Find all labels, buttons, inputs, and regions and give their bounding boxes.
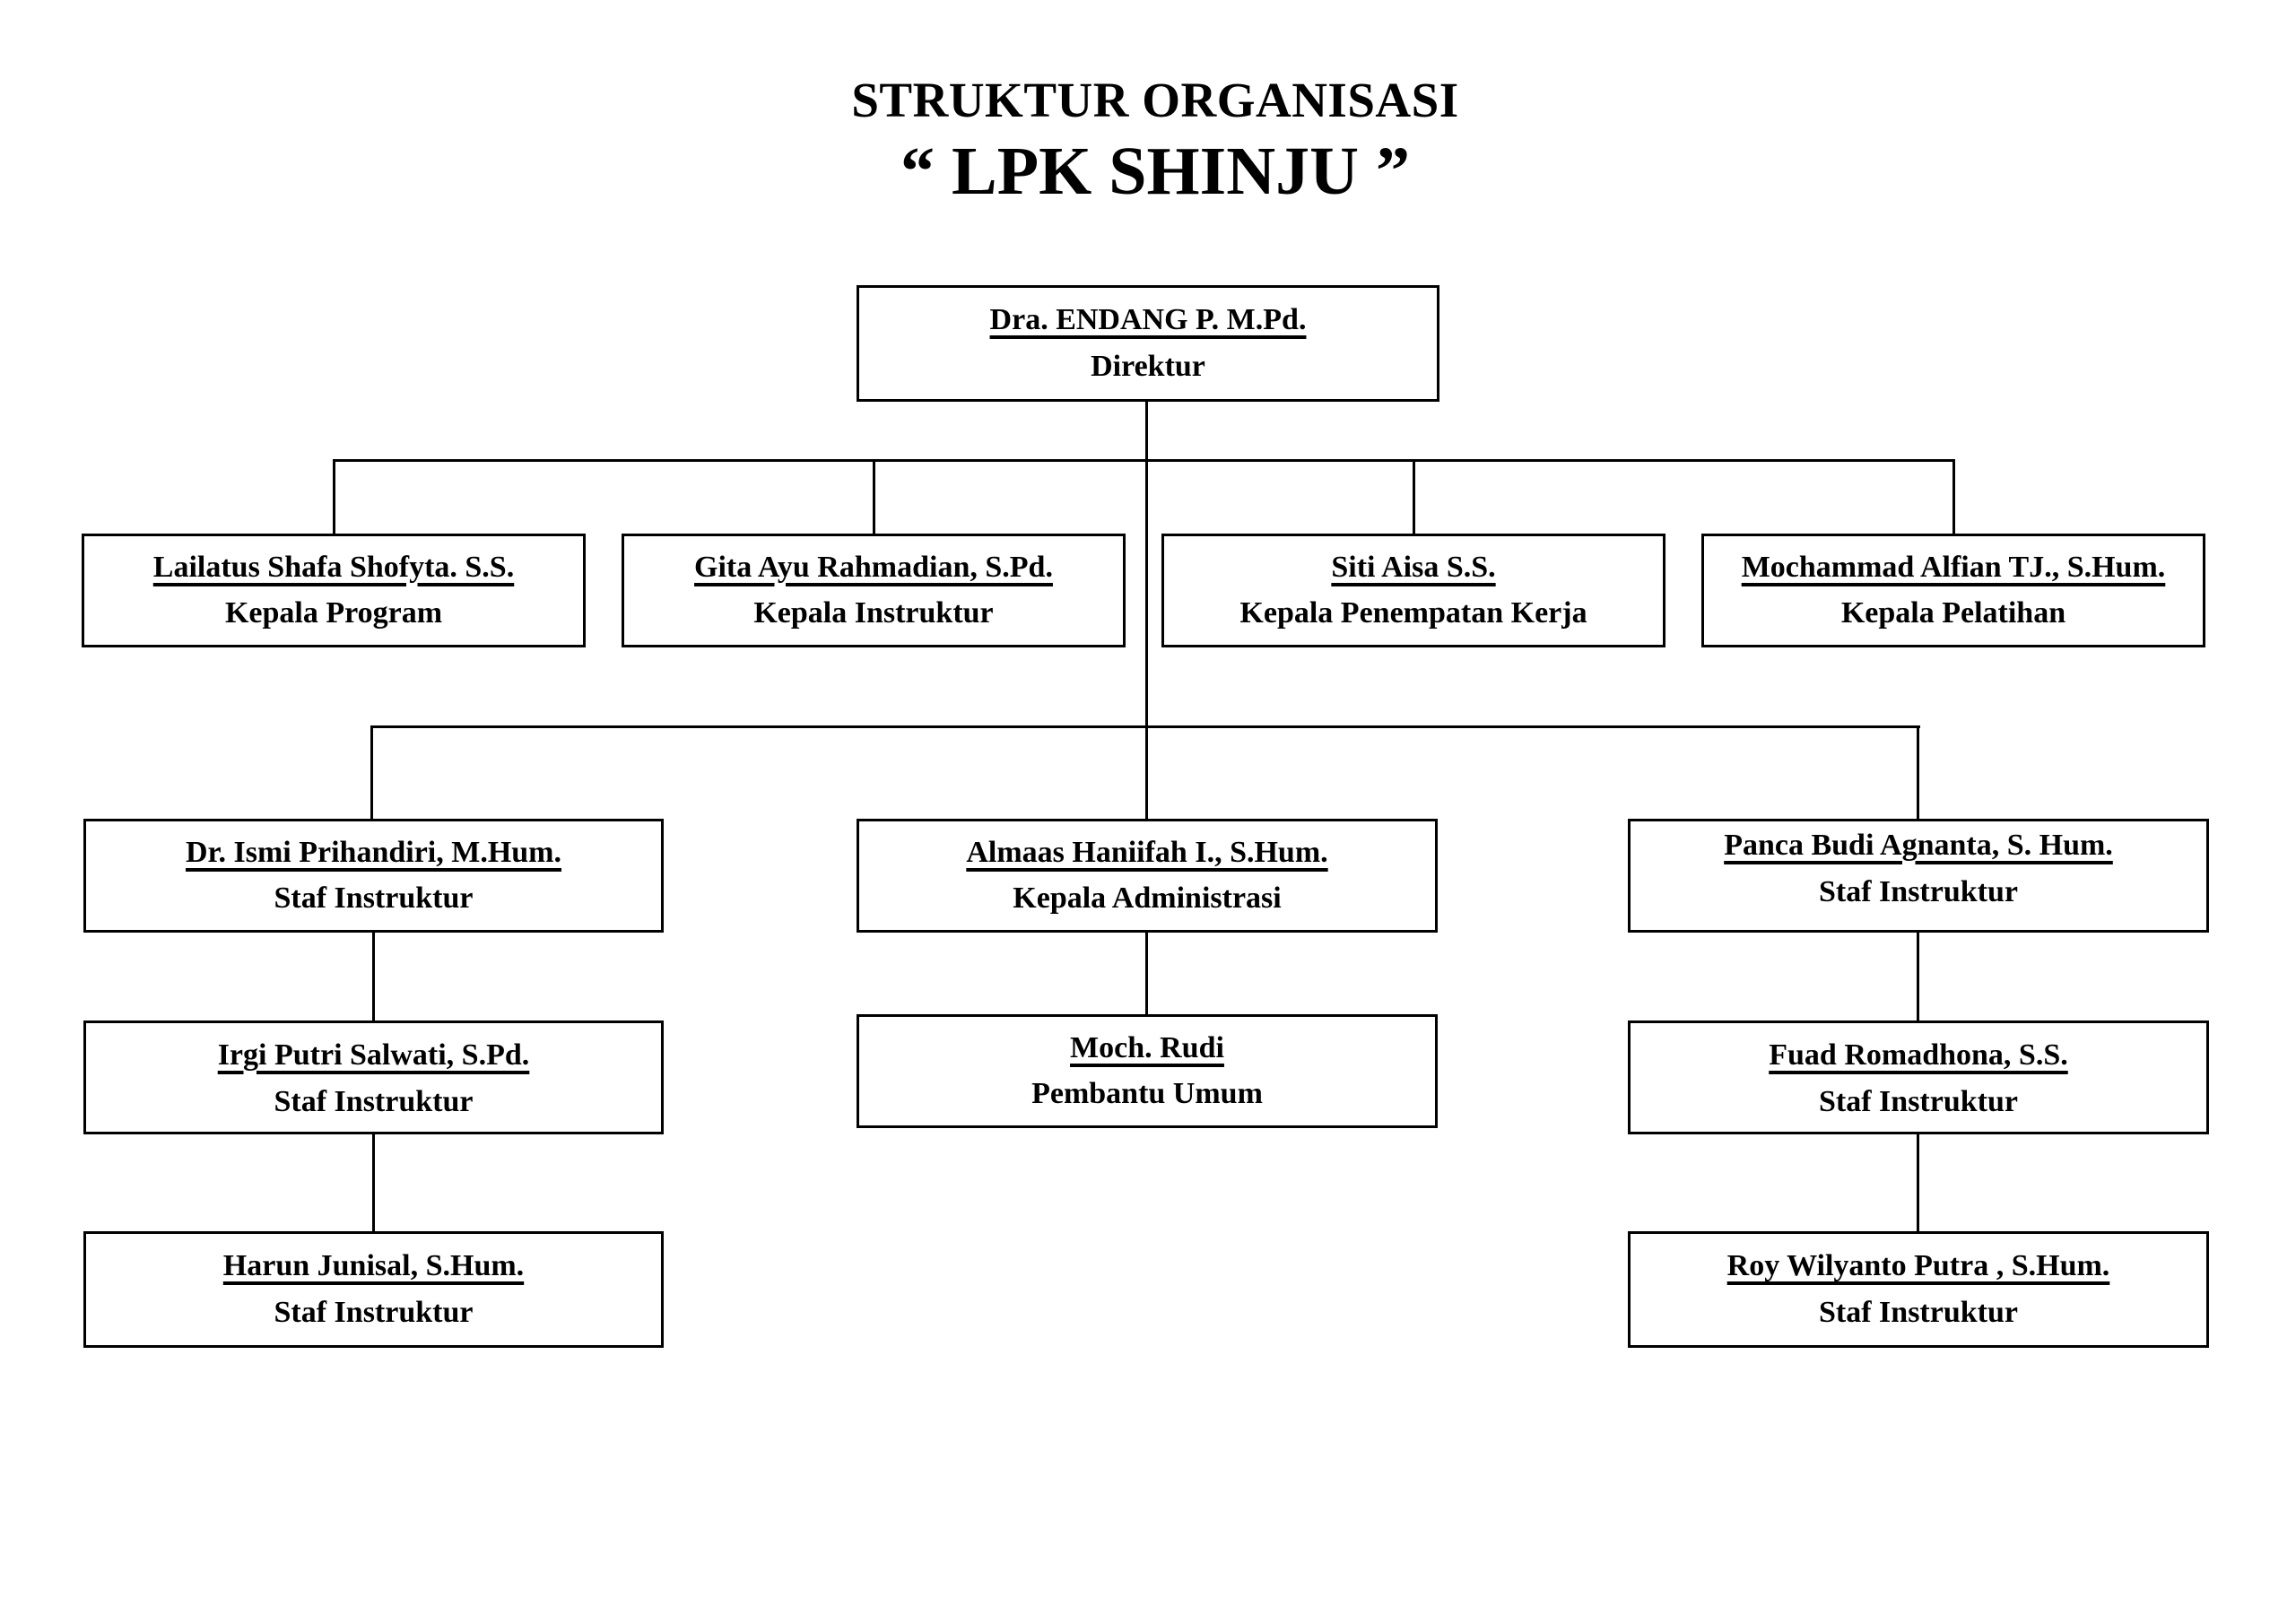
connector-panca-to-fuad — [1917, 933, 1919, 1022]
node-role: Staf Instruktur — [1819, 874, 2018, 908]
connector-irgi-to-harun — [372, 1134, 375, 1233]
org-node-kepala-penempatan-kerja: Siti Aisa S.S. Kepala Penempatan Kerja — [1161, 534, 1665, 647]
connector-fuad-to-roy — [1917, 1134, 1919, 1233]
node-role: Staf Instruktur — [274, 1084, 474, 1118]
node-role: Kepala Program — [224, 596, 443, 630]
connector-drop-kepala-penempatan-kerja — [1413, 459, 1415, 535]
connector-root-vertical — [1145, 401, 1148, 821]
node-name: Panca Budi Agnanta, S. Hum. — [1724, 829, 2113, 862]
node-role: Pembantu Umum — [1031, 1077, 1263, 1110]
org-node-staf-instruktur-3: Irgi Putri Salwati, S.Pd. Staf Instruktu… — [83, 1020, 664, 1134]
connector-drop-staf-instruktur-1 — [370, 725, 373, 821]
connector-drop-kepala-instruktur — [873, 459, 875, 535]
node-name: Irgi Putri Salwati, S.Pd. — [217, 1038, 530, 1072]
org-node-staf-instruktur-6: Roy Wilyanto Putra , S.Hum. Staf Instruk… — [1628, 1231, 2209, 1348]
chart-subtitle: “ LPK SHINJU ” — [900, 134, 1410, 209]
node-role: Staf Instruktur — [1819, 1295, 2018, 1329]
connector-drop-kepala-pelatihan — [1952, 459, 1955, 535]
node-name: Mochammad Alfian TJ., S.Hum. — [1741, 550, 2166, 584]
node-role: Staf Instruktur — [274, 1295, 474, 1329]
node-role: Direktur — [1091, 349, 1205, 383]
chart-title-block: STRUKTUR ORGANISASI “ LPK SHINJU ” — [0, 75, 2296, 205]
node-name: Gita Ayu Rahmadian, S.Pd. — [694, 550, 1053, 584]
node-name: Almaas Haniifah I., S.Hum. — [966, 835, 1328, 869]
connector-level2-horizontal — [370, 725, 1920, 728]
org-node-kepala-pelatihan: Mochammad Alfian TJ., S.Hum. Kepala Pela… — [1701, 534, 2205, 647]
node-name: Lailatus Shafa Shofyta. S.S. — [152, 550, 515, 584]
node-name: Dr. Ismi Prihandiri, M.Hum. — [185, 835, 562, 869]
node-role: Kepala Instruktur — [753, 596, 994, 630]
org-node-kepala-program: Lailatus Shafa Shofyta. S.S. Kepala Prog… — [82, 534, 586, 647]
node-name: Fuad Romadhona, S.S. — [1769, 1038, 2068, 1072]
chart-title: STRUKTUR ORGANISASI — [851, 73, 1459, 127]
connector-level1-horizontal — [333, 459, 1955, 462]
node-role: Kepala Penempatan Kerja — [1239, 596, 1587, 630]
node-name: Siti Aisa S.S. — [1331, 550, 1496, 584]
connector-drop-kepala-program — [333, 459, 335, 535]
node-role: Staf Instruktur — [274, 881, 474, 915]
node-name: Dra. ENDANG P. M.Pd. — [989, 303, 1307, 336]
connector-ismi-to-irgi — [372, 933, 375, 1022]
org-node-staf-instruktur-4: Fuad Romadhona, S.S. Staf Instruktur — [1628, 1020, 2209, 1134]
org-node-direktur: Dra. ENDANG P. M.Pd. Direktur — [857, 285, 1439, 402]
node-role: Kepala Administrasi — [1013, 881, 1282, 915]
org-node-kepala-administrasi: Almaas Haniifah I., S.Hum. Kepala Admini… — [857, 819, 1438, 933]
connector-drop-staf-instruktur-2 — [1917, 725, 1919, 821]
org-node-staf-instruktur-5: Harun Junisal, S.Hum. Staf Instruktur — [83, 1231, 664, 1348]
connector-almaas-to-rudi — [1145, 933, 1148, 1016]
org-node-staf-instruktur-2: Panca Budi Agnanta, S. Hum. Staf Instruk… — [1628, 819, 2209, 933]
node-name: Harun Junisal, S.Hum. — [222, 1249, 525, 1282]
node-name: Moch. Rudi — [1070, 1030, 1224, 1064]
org-node-staf-instruktur-1: Dr. Ismi Prihandiri, M.Hum. Staf Instruk… — [83, 819, 664, 933]
org-node-pembantu-umum: Moch. Rudi Pembantu Umum — [857, 1014, 1438, 1128]
node-name: Roy Wilyanto Putra , S.Hum. — [1726, 1249, 2110, 1282]
node-role: Kepala Pelatihan — [1840, 596, 2066, 630]
org-node-kepala-instruktur: Gita Ayu Rahmadian, S.Pd. Kepala Instruk… — [622, 534, 1126, 647]
node-role: Staf Instruktur — [1819, 1084, 2018, 1118]
